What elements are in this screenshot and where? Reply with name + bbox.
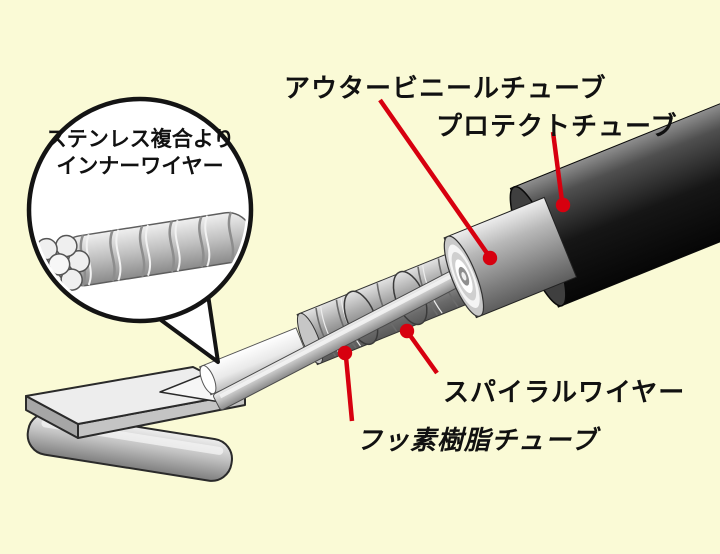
callout-line-outer-vinyl (378, 98, 491, 258)
label-inner-wire: ステンレス複合より インナーワイヤー (45, 128, 235, 179)
label-spiral-wire: スパイラルワイヤー (443, 377, 686, 407)
callout-dot-spiral (399, 323, 415, 339)
label-outer-vinyl-tube: アウタービニールチューブ (284, 73, 607, 103)
callout-dot-protect (555, 197, 571, 213)
callout-line-spiral (407, 332, 439, 375)
callout-pointers (337, 98, 571, 422)
callout-dot-fluoro (337, 345, 353, 361)
label-protect-tube: プロテクトチューブ (436, 111, 678, 141)
label-fluororesin-tube: フッ素樹脂チューブ (356, 425, 598, 455)
callout-dot-outer-vinyl (482, 250, 498, 266)
magnifier-callout (26, 96, 254, 364)
inner-wire-strip (213, 266, 469, 411)
callout-line-fluoro (343, 356, 355, 422)
callout-line-protect (550, 131, 565, 202)
outer-vinyl-cut-face (443, 235, 485, 317)
